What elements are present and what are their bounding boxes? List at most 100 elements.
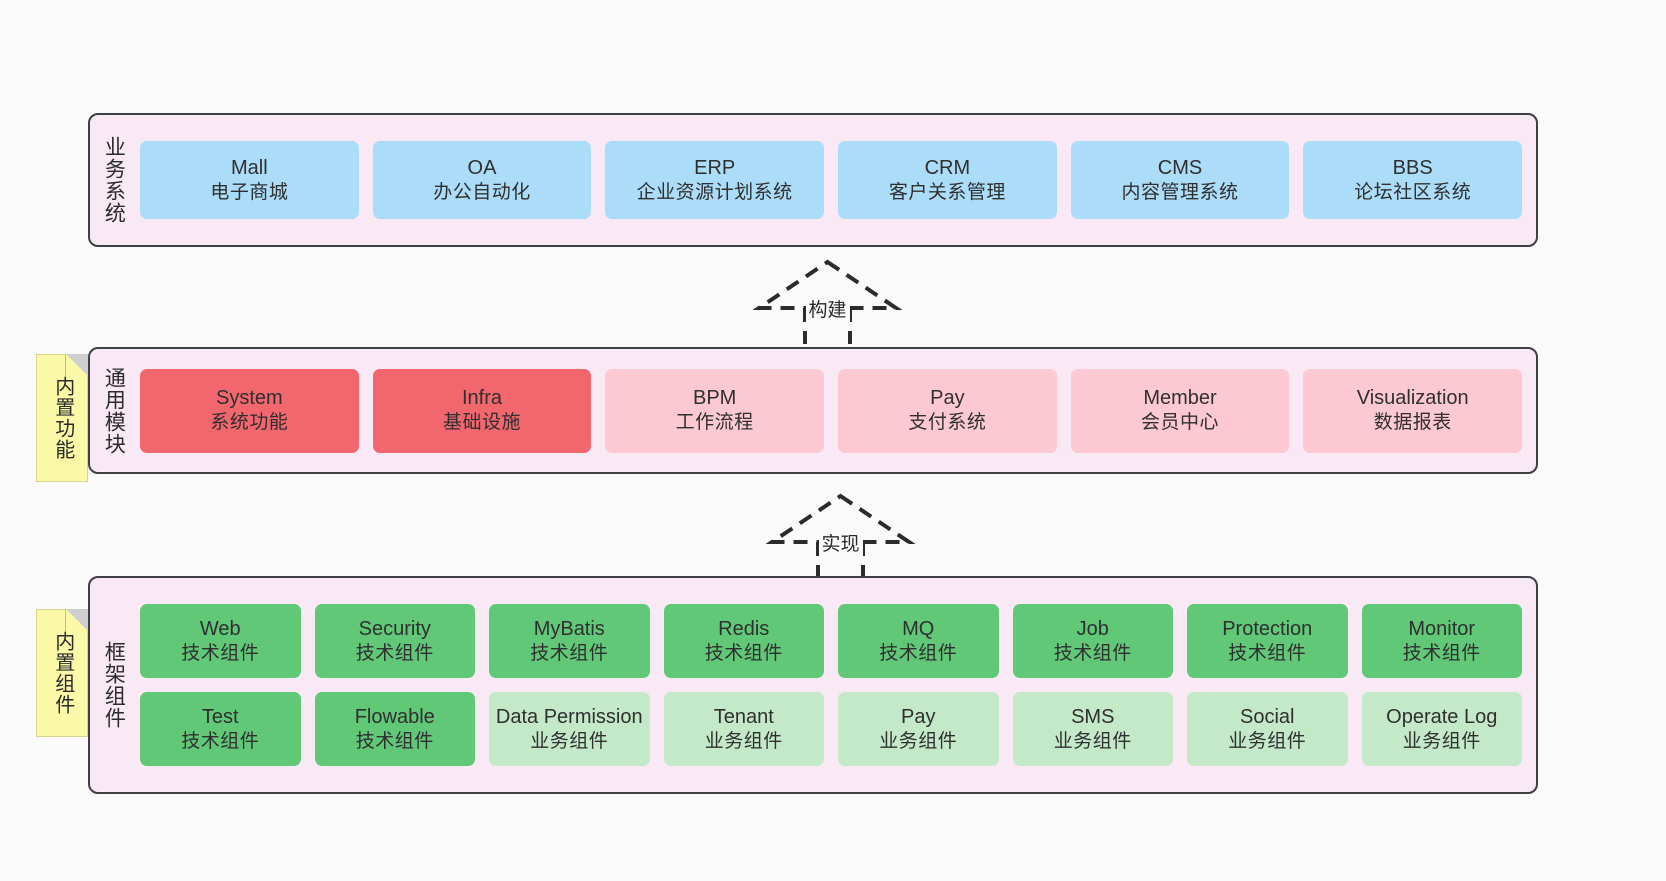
card-subtitle: 数据报表 [1373,412,1452,434]
card-title: Pay [901,705,936,728]
card-erp[interactable]: ERP 企业资源计划系统 [605,141,825,219]
card-subtitle: 技术组件 [704,642,783,664]
card-subtitle: 论坛社区系统 [1354,181,1472,203]
card-monitor[interactable]: Monitor 技术组件 [1361,604,1522,678]
connector-label-build: 构建 [805,295,850,322]
card-title: Infra [461,387,503,410]
layer-body-business-system: Mall 电子商城 OA 办公自动化 ERP 企业资源计划系统 CRM 客户关系… [136,115,1536,245]
card-job[interactable]: Job 技术组件 [1012,604,1173,678]
card-subtitle: 电子商城 [210,181,289,203]
card-member[interactable]: Member 会员中心 [1070,368,1290,453]
sticky-note-label: 内置功能 [51,376,74,460]
card-data-permission[interactable]: Data Permission 业务组件 [489,692,650,766]
card-title: Social [1240,705,1295,728]
card-title: BPM [693,387,737,410]
card-subtitle: 系统功能 [210,412,289,434]
card-subtitle: 企业资源计划系统 [636,181,793,203]
card-pay-component[interactable]: Pay 业务组件 [838,692,999,766]
card-title: System [215,387,283,410]
card-bbs[interactable]: BBS 论坛社区系统 [1303,141,1523,219]
card-pay[interactable]: Pay 支付系统 [838,368,1057,453]
card-subtitle: 技术组件 [355,730,434,752]
card-subtitle: 技术组件 [181,642,260,664]
card-title: Redis [718,617,770,640]
layer-common-module[interactable]: 通用模块 System 系统功能 Infra 基础设施 BPM 工作流程 Pay… [88,347,1538,474]
card-tenant[interactable]: Tenant 业务组件 [663,692,824,766]
arrow-shaft-build [803,308,852,344]
layer-body-common-module: System 系统功能 Infra 基础设施 BPM 工作流程 Pay 支付系统… [136,349,1536,472]
card-title: ERP [694,156,736,179]
card-mq[interactable]: MQ 技术组件 [838,604,999,678]
card-visualization[interactable]: Visualization 数据报表 [1303,368,1523,453]
layer-framework-component[interactable]: 框架组件 Web 技术组件 Security 技术组件 MyBatis 技术组件… [88,576,1538,794]
card-subtitle: 办公自动化 [433,181,531,203]
card-title: Security [358,617,431,640]
card-title: Mall [231,156,268,179]
fold-corner-icon [66,354,88,376]
layer-business-system[interactable]: 业务系统 Mall 电子商城 OA 办公自动化 ERP 企业资源计划系统 CRM… [88,113,1538,247]
card-web[interactable]: Web 技术组件 [140,604,301,678]
layer-title-common-module: 通用模块 [102,366,126,455]
card-subtitle: 基础设施 [443,412,522,434]
card-security[interactable]: Security 技术组件 [314,604,475,678]
card-flowable[interactable]: Flowable 技术组件 [314,692,475,766]
card-subtitle: 支付系统 [908,412,987,434]
card-subtitle: 技术组件 [355,642,434,664]
card-subtitle: 业务组件 [879,730,958,752]
sticky-note-builtin-component[interactable]: 内置组件 [36,609,88,737]
card-redis[interactable]: Redis 技术组件 [663,604,824,678]
card-oa[interactable]: OA 办公自动化 [372,141,592,219]
card-title: Job [1076,617,1109,640]
card-row: Web 技术组件 Security 技术组件 MyBatis 技术组件 Redi… [140,604,1522,678]
card-title: Member [1143,387,1217,410]
card-title: BBS [1392,156,1433,179]
card-subtitle: 业务组件 [1402,730,1481,752]
card-protection[interactable]: Protection 技术组件 [1187,604,1348,678]
card-infra[interactable]: Infra 基础设施 [372,368,592,453]
card-subtitle: 技术组件 [1053,642,1132,664]
card-title: CRM [924,156,971,179]
card-title: Tenant [713,705,774,728]
card-title: Monitor [1408,617,1476,640]
card-subtitle: 技术组件 [1228,642,1307,664]
card-subtitle: 技术组件 [530,642,609,664]
sticky-note-label: 内置组件 [51,631,74,715]
card-subtitle: 业务组件 [530,730,609,752]
card-title: Pay [930,387,965,410]
card-social[interactable]: Social 业务组件 [1187,692,1348,766]
layer-title-business-system: 业务系统 [102,136,126,224]
card-sms[interactable]: SMS 业务组件 [1012,692,1173,766]
layer-title-framework-component: 框架组件 [102,641,126,729]
connector-label-implement: 实现 [818,529,863,556]
card-subtitle: 技术组件 [879,642,958,664]
card-title: OA [467,156,497,179]
sticky-note-builtin-function[interactable]: 内置功能 [36,354,88,482]
card-title: Web [199,617,241,640]
card-subtitle: 业务组件 [1228,730,1307,752]
card-title: MQ [902,617,935,640]
card-crm[interactable]: CRM 客户关系管理 [838,141,1057,219]
card-title: Data Permission [495,705,643,728]
card-title: Protection [1222,617,1313,640]
card-bpm[interactable]: BPM 工作流程 [605,368,825,453]
card-row: Test 技术组件 Flowable 技术组件 Data Permission … [140,692,1522,766]
card-test[interactable]: Test 技术组件 [140,692,301,766]
card-mybatis[interactable]: MyBatis 技术组件 [489,604,650,678]
fold-corner-icon [66,609,88,631]
card-title: MyBatis [533,617,605,640]
card-subtitle: 会员中心 [1141,412,1220,434]
arrow-shaft-implement [816,542,865,578]
card-title: SMS [1071,705,1115,728]
card-row: Mall 电子商城 OA 办公自动化 ERP 企业资源计划系统 CRM 客户关系… [140,141,1523,219]
layer-body-framework-component: Web 技术组件 Security 技术组件 MyBatis 技术组件 Redi… [136,578,1536,792]
card-operate-log[interactable]: Operate Log 业务组件 [1361,692,1522,766]
card-cms[interactable]: CMS 内容管理系统 [1070,141,1290,219]
card-subtitle: 技术组件 [1402,642,1481,664]
card-subtitle: 技术组件 [181,730,260,752]
card-system[interactable]: System 系统功能 [140,368,359,453]
card-title: Flowable [354,705,435,728]
card-subtitle: 业务组件 [1053,730,1132,752]
card-mall[interactable]: Mall 电子商城 [140,141,359,219]
card-subtitle: 客户关系管理 [888,181,1006,203]
card-title: CMS [1157,156,1203,179]
